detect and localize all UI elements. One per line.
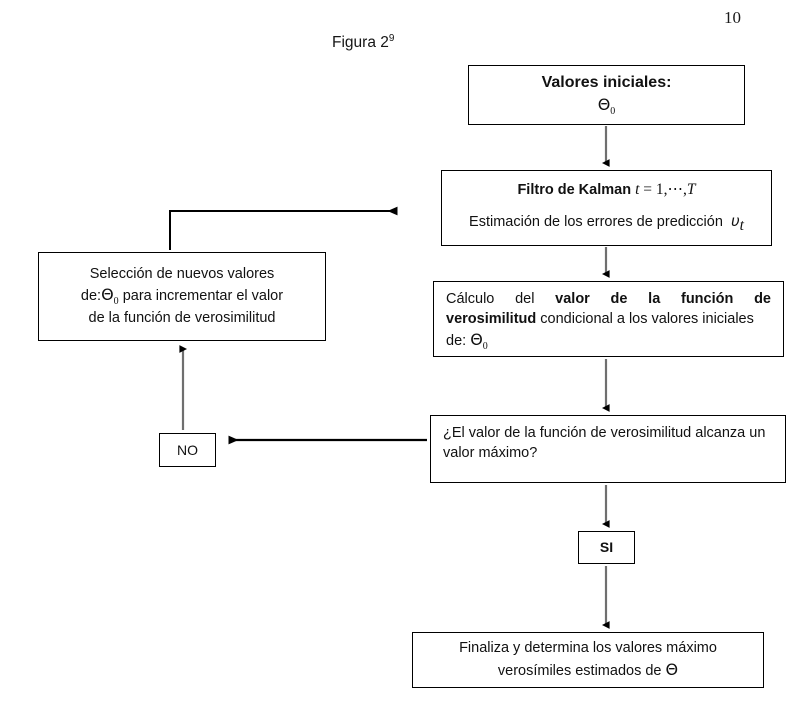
decision-line2: valor máximo? [443,444,538,461]
theta-symbol: Θ [470,330,483,350]
new-values-line1: Selección de nuevos valores [89,265,275,282]
theta-subscript: 0 [482,341,488,353]
theta-symbol: Θ [597,94,611,114]
node-branch-no[interactable]: NO [159,433,216,467]
likelihood-line1: Cálculo del valor de la función de [446,290,771,310]
node-final-result[interactable]: Finaliza y determina los valores máximo … [412,632,764,688]
new-values-line3: de la función de verosimilitud [88,309,276,326]
final-line1: Finaliza y determina los valores máximo [459,639,717,656]
likelihood-line2: verosimilitud condicional a los valores … [446,310,771,330]
decision-line1: ¿El valor de la función de verosimilitud… [443,425,766,441]
likelihood-bold2: verosimilitud [446,310,537,327]
kalman-filter-description: Estimación de los errores de predicción … [456,211,757,237]
kalman-filter-line2: Estimación de los errores de predicción [469,213,723,230]
final-line2: verosímiles estimados de Θ [423,659,753,682]
initial-values-symbol: Θ0 [477,94,736,118]
likelihood-bold1: valor de la función de [555,291,771,307]
likelihood-line3: de: Θ0 [446,329,771,353]
figure-caption-footnote: 9 [388,33,395,44]
kalman-filter-heading: Filtro de Kalman t = 1,⋯,T [456,180,757,201]
node-branch-si[interactable]: SI [578,531,635,564]
likelihood-post: condicional a los valores iniciales [536,310,754,327]
theta-subscript: 0 [610,105,616,117]
final-line2-text: verosímiles estimados de [497,662,666,679]
initial-values-title: Valores iniciales: [541,74,672,91]
node-select-new-values[interactable]: Selección de nuevos valores de:Θ0 para i… [38,252,326,341]
branch-si-label: SI [599,539,614,556]
node-decision-max-likelihood[interactable]: ¿El valor de la función de verosimilitud… [430,415,786,483]
theta-symbol: Θ [665,659,679,679]
theta-symbol: Θ [101,285,114,305]
node-kalman-filter[interactable]: Filtro de Kalman t = 1,⋯,T Estimación de… [441,170,772,246]
theta-subscript: 0 [113,296,119,308]
upsilon-symbol: υ [730,211,740,230]
likelihood-line3-pre: de: [446,333,471,350]
node-initial-values[interactable]: Valores iniciales: Θ0 [468,65,745,125]
kalman-math-eq: = 1,⋯, [639,180,687,198]
node-likelihood-calculation[interactable]: Cálculo del valor de la función de veros… [433,281,784,357]
figure-caption: Figura 29 [332,33,394,52]
upsilon-subscript: t [739,216,744,234]
new-values-line2-pre: de: [80,288,102,305]
figure-caption-text: Figura 2 [332,34,389,52]
kalman-math-t: t [635,180,640,198]
likelihood-pre: Cálculo del [446,291,556,307]
new-values-line2-post: para incrementar el valor [118,288,284,305]
new-values-line2: de:Θ0 para incrementar el valor [49,284,315,308]
branch-no-label: NO [177,441,198,458]
page-number: 10 [724,8,741,27]
kalman-math-T: T [686,180,696,198]
kalman-filter-label: Filtro de Kalman [517,181,632,198]
arrow-new-values-to-kalman [169,206,398,250]
